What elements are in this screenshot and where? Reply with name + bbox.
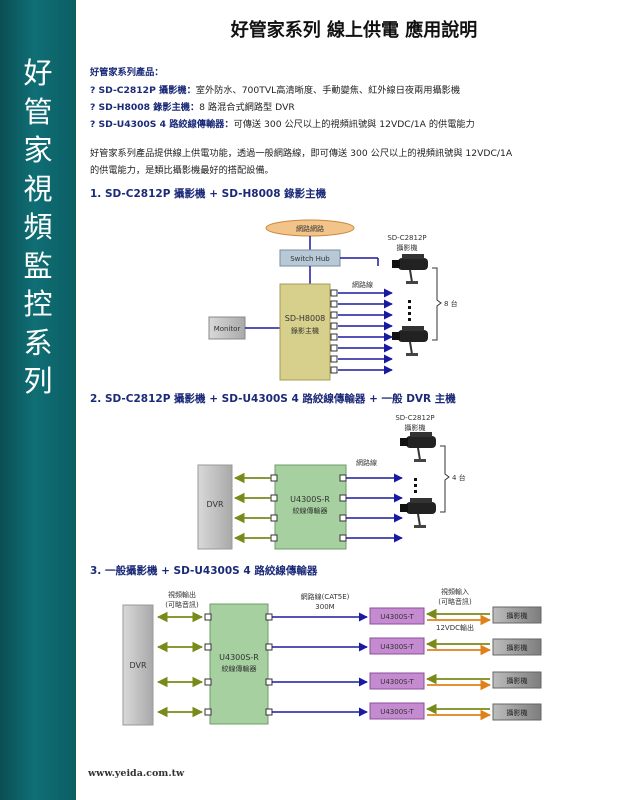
sender-label: U4300S-T xyxy=(380,678,414,686)
product-item: ? SD-U4300S 4 路絞線傳輸器：可傳送 300 公尺以上的視頻訊號與 … xyxy=(90,116,475,130)
camera-icon xyxy=(391,253,429,285)
camera-count: 4 台 xyxy=(452,473,466,482)
recorder-label-2: 錄影主機 xyxy=(291,326,319,335)
diagram-3: DVR 視頻輸出 (可略音訊) U4300S-R 絞線傳輸器 網路線(CAT5E… xyxy=(122,587,542,726)
transmitter-box xyxy=(274,464,347,550)
dvr-box xyxy=(197,464,233,550)
sidebar-title: 好 管 家 視 頻 監 控 系 列 xyxy=(0,54,76,401)
ellipsis-dots xyxy=(408,300,411,321)
page-title: 好管家系列 線上供電 應用說明 xyxy=(230,20,478,41)
product-desc: 8 路混合式網路型 DVR xyxy=(199,102,295,113)
sidebar-char: 列 xyxy=(23,364,53,398)
camera-boxes xyxy=(492,606,542,721)
sidebar-char: 頻 xyxy=(23,210,53,244)
camera-model: SD-C2812P xyxy=(387,234,426,242)
camera-word: 攝影機 xyxy=(405,423,426,432)
product-item: ? SD-H8008 錄影主機：8 路混合式網路型 DVR xyxy=(90,99,295,113)
diagram-2: DVR U4300S-R 絞線傳輸器 網路線 SD-C2812P 攝影機 4 台 xyxy=(197,414,466,550)
footer-url: www.yeida.com.tw xyxy=(88,768,185,779)
diagram-1: 網路網路 Switch Hub Monitor SD-H8008 錄影主機 網路… xyxy=(208,219,458,381)
recorder-label-1: SD-H8008 xyxy=(285,314,326,323)
video-out-label-1: 視頻輸出 xyxy=(168,590,196,599)
network-label: 網路網路 xyxy=(296,224,324,233)
intro-line: 好管家系列產品提供線上供電功能，透過一般網路線，即可傳送 300 公尺以上的視頻… xyxy=(90,148,513,159)
switch-hub-label: Switch Hub xyxy=(290,255,330,263)
count-brace xyxy=(440,445,450,513)
camera-icon xyxy=(399,431,437,463)
camera-icon xyxy=(391,325,429,357)
product-name: ? SD-C2812P 攝影機： xyxy=(90,85,196,96)
sender-label: U4300S-T xyxy=(380,613,414,621)
camera-count: 8 台 xyxy=(444,299,458,308)
product-desc: 可傳送 300 公尺以上的視頻訊號與 12VDC/1A 的供電能力 xyxy=(233,119,475,130)
cable-label-2: 300M xyxy=(315,603,334,611)
sender-boxes xyxy=(369,607,425,720)
ellipsis-dots xyxy=(414,478,417,493)
monitor-label: Monitor xyxy=(214,325,241,333)
receiver-label-1: U4300S-R xyxy=(219,653,259,662)
camera-label: 攝影機 xyxy=(507,676,528,685)
sidebar-char: 系 xyxy=(23,325,53,360)
dvr-label: DVR xyxy=(206,500,223,509)
transmitter-label-1: U4300S-R xyxy=(290,495,330,504)
sidebar-char: 管 xyxy=(23,94,53,129)
video-out-label-2: (可略音訊) xyxy=(165,600,199,609)
section-title: 1. SD-C2812P 攝影機 + SD-H8008 錄影主機 xyxy=(90,188,327,200)
sidebar: 好 管 家 視 頻 監 控 系 列 xyxy=(0,0,76,800)
section-title: 3. 一般攝影機 + SD-U4300S 4 路絞線傳輸器 xyxy=(90,565,318,577)
intro-line: 的供電能力，是類比攝影機最好的搭配設備。 xyxy=(90,165,274,176)
camera-word: 攝影機 xyxy=(397,243,418,252)
transmitter-label-2: 絞線傳輸器 xyxy=(293,506,328,515)
count-brace xyxy=(432,267,442,341)
cable-label: 網路線 xyxy=(356,458,377,467)
power-label: 12VDC輸出 xyxy=(436,623,474,632)
sidebar-char: 家 xyxy=(23,133,53,167)
camera-label: 攝影機 xyxy=(507,611,528,620)
sidebar-char: 視 xyxy=(23,171,53,206)
dvr-label: DVR xyxy=(129,661,146,670)
sidebar-char: 控 xyxy=(23,287,53,321)
recorder-ports xyxy=(330,289,338,374)
video-in-label-2: (可略音訊) xyxy=(438,597,472,606)
camera-label: 攝影機 xyxy=(507,708,528,717)
dvr-box xyxy=(122,604,154,726)
products-heading: 好管家系列產品： xyxy=(90,67,164,78)
product-item: ? SD-C2812P 攝影機：室外防水、700TVL高清晰度、手動變焦、紅外線… xyxy=(90,82,460,96)
product-name: ? SD-H8008 錄影主機： xyxy=(90,102,200,113)
camera-label: 攝影機 xyxy=(507,643,528,652)
cable-label: 網路線 xyxy=(352,280,373,289)
recorder-box xyxy=(279,283,331,381)
sender-label: U4300S-T xyxy=(380,643,414,651)
receiver-box xyxy=(209,603,269,725)
sidebar-char: 好 xyxy=(23,56,53,90)
product-desc: 室外防水、700TVL高清晰度、手動變焦、紅外線日夜兩用攝影機 xyxy=(195,85,461,96)
receiver-label-2: 絞線傳輸器 xyxy=(222,664,257,673)
section-title: 2. SD-C2812P 攝影機 + SD-U4300S 4 路絞線傳輸器 + … xyxy=(90,393,456,405)
cable-label-1: 網路線(CAT5E) xyxy=(301,592,350,601)
sidebar-char: 監 xyxy=(23,248,53,283)
sender-label: U4300S-T xyxy=(380,708,414,716)
video-in-label-1: 視頻輸入 xyxy=(441,587,469,596)
camera-model: SD-C2812P xyxy=(395,414,434,422)
product-name: ? SD-U4300S 4 路絞線傳輸器： xyxy=(90,119,234,130)
camera-icon xyxy=(399,497,437,529)
